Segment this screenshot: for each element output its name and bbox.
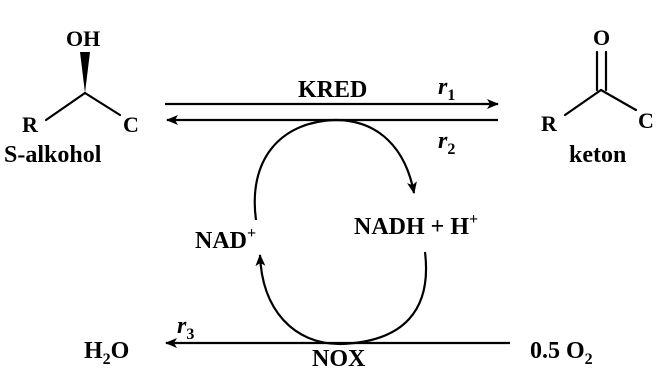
rate-r1: r1 [438, 74, 455, 104]
hydroxyl-label: OH [66, 26, 100, 51]
bond-r-c [44, 91, 87, 122]
bond-c-c [83, 91, 122, 117]
rate-r3: r3 [177, 313, 194, 343]
bond-co-c [599, 88, 638, 112]
oxygen-label: 0.5 O2 [530, 338, 593, 368]
alcohol-r-label: R [22, 112, 39, 137]
ketone-r-label: R [541, 111, 558, 136]
ketone-c-label: C [638, 108, 654, 133]
alcohol-c-label: C [123, 112, 139, 137]
ketone-name: keton [569, 142, 626, 168]
water-label: H2O [84, 338, 129, 368]
bond-r-co [563, 88, 603, 117]
ketone-structure: O R C keton [541, 25, 654, 168]
nadh-label: NADH + H+ [354, 211, 478, 240]
rate-r2: r2 [438, 128, 455, 158]
cycle-arc-lower [255, 251, 428, 346]
nox-label: NOX [312, 346, 366, 371]
wedge-bond [80, 52, 90, 93]
s-alcohol-structure: OH R C S-alkohol [4, 26, 139, 168]
ketone-oxygen-label: O [593, 25, 610, 50]
s-alcohol-name: S-alkohol [4, 142, 102, 168]
cycle-arc-upper [253, 118, 417, 221]
kred-label: KRED [298, 77, 367, 103]
nad-plus-label: NAD+ [195, 225, 256, 254]
